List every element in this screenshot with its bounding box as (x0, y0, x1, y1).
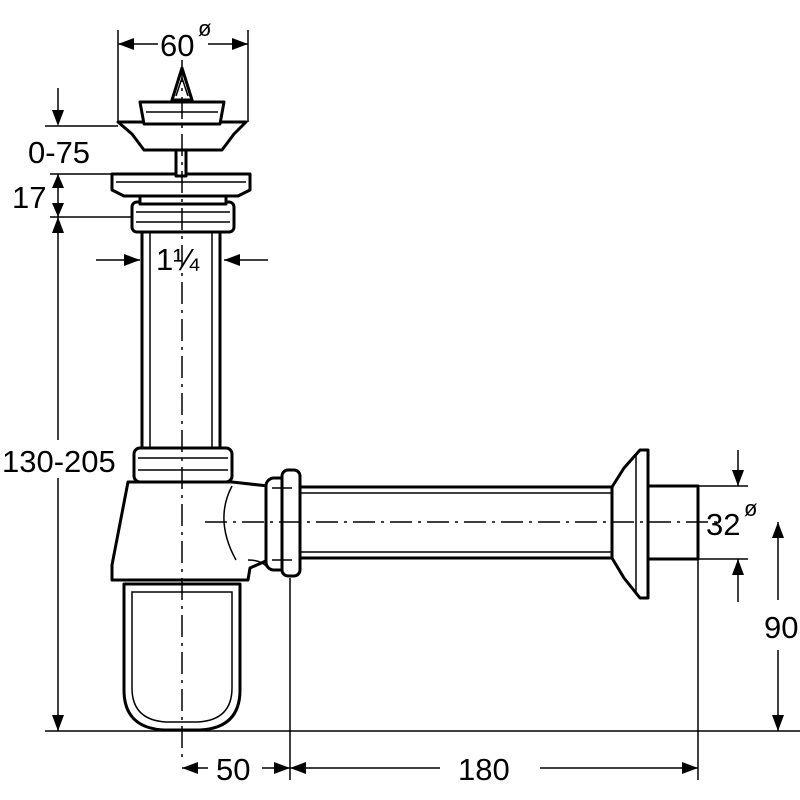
label-outlet-height: 90 (764, 610, 798, 645)
label-outlet-diameter: 32 (706, 507, 740, 542)
label-plug-adjust: 0-75 (28, 135, 90, 170)
dim-outlet-diameter (698, 450, 748, 602)
label-strainer-diameter: 60 (160, 28, 194, 63)
outlet-nut (264, 468, 302, 578)
label-trap-offset: 50 (216, 752, 250, 787)
trap-body (110, 480, 270, 732)
plug-stem (174, 148, 188, 178)
dim-horizontal (182, 559, 699, 780)
label-outlet-length: 180 (458, 752, 510, 787)
label-strainer-diameter-symbol: ø (198, 16, 211, 41)
label-flange-height: 17 (12, 180, 46, 215)
dim-plug-adjust (45, 88, 118, 127)
label-thread-size: 1¼ (156, 242, 200, 277)
label-outlet-diameter-symbol: ø (744, 496, 757, 521)
dim-thread-size (96, 254, 268, 266)
lower-union-nut (132, 446, 234, 484)
upper-nut (130, 200, 236, 234)
dim-total-height (52, 217, 64, 731)
dim-strainer-diameter (117, 30, 249, 122)
label-total-height: 130-205 (2, 444, 116, 479)
dim-outlet-height (772, 522, 784, 731)
dim-flange-height (50, 173, 132, 218)
sink-flange (110, 172, 252, 206)
wall-rosette (610, 448, 700, 600)
